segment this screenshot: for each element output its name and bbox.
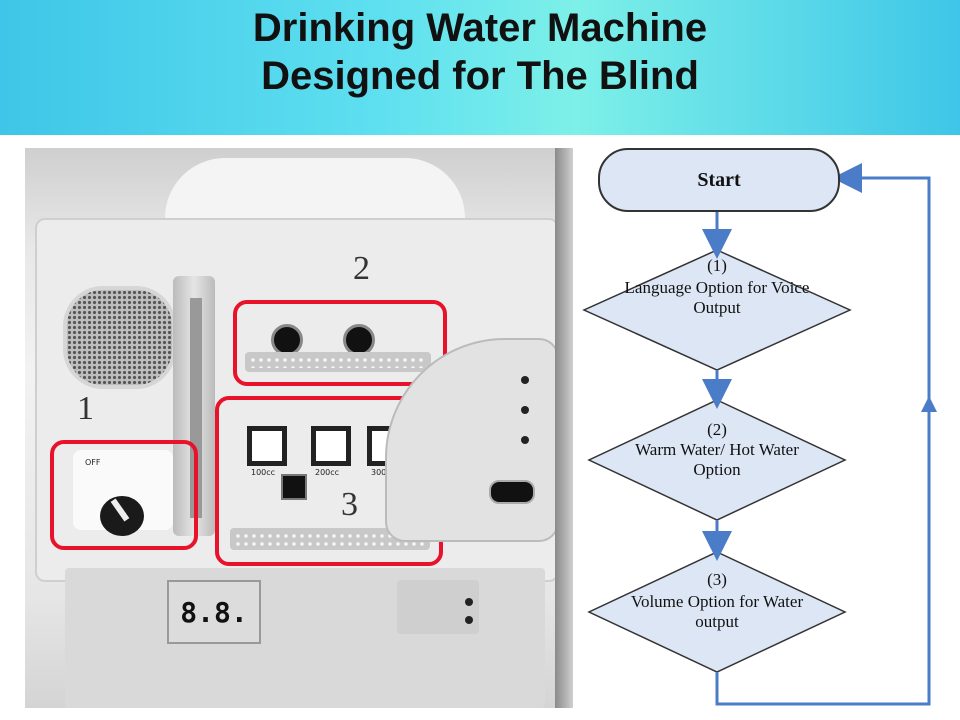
step-2-text: Warm Water/ Hot Water Option bbox=[635, 440, 799, 479]
loop-back-line bbox=[715, 163, 931, 706]
title-line-2: Designed for The Blind bbox=[261, 54, 699, 98]
step-3-text: Volume Option for Water output bbox=[630, 592, 804, 631]
volume-button-100cc[interactable] bbox=[247, 426, 287, 466]
braille-strip-2 bbox=[245, 352, 431, 372]
side-indicator-3 bbox=[521, 436, 529, 444]
title-banner bbox=[0, 0, 960, 135]
machine-photo: 1 OFF 2 3 100cc 200cc 300cc 8.8. bbox=[25, 148, 573, 708]
step-1-text: Language Option for Voice Output bbox=[624, 278, 810, 317]
title-line-1: Drinking Water Machine bbox=[252, 6, 708, 50]
flowchart: Start (1) Language Option for Voice Outp… bbox=[575, 138, 960, 720]
digital-display: 8.8. bbox=[167, 580, 261, 644]
dispense-button[interactable] bbox=[281, 474, 307, 500]
temperature-label-box bbox=[397, 580, 479, 634]
braille-strip-3 bbox=[230, 528, 430, 550]
temp-indicator-1 bbox=[465, 598, 473, 606]
water-level-strip bbox=[190, 298, 202, 518]
display-digits: 8.8. bbox=[180, 595, 248, 629]
label-one: 1 bbox=[77, 390, 94, 427]
highlight-box-2 bbox=[233, 300, 447, 386]
highlight-box-1 bbox=[50, 440, 198, 550]
step-1-number: (1) bbox=[707, 256, 727, 275]
slide-title: Drinking Water Machine Designed for The … bbox=[0, 4, 960, 100]
side-indicator-1 bbox=[521, 376, 529, 384]
temp-indicator-2 bbox=[465, 616, 473, 624]
step-3-number: (3) bbox=[707, 570, 727, 589]
label-three: 3 bbox=[341, 486, 358, 523]
knob-off-text: OFF bbox=[85, 458, 101, 467]
volume-label-100cc: 100cc bbox=[251, 468, 276, 477]
volume-label-300cc: 300cc bbox=[371, 468, 396, 477]
label-two: 2 bbox=[353, 250, 370, 287]
volume-button-200cc[interactable] bbox=[311, 426, 351, 466]
side-oval-button[interactable] bbox=[489, 480, 535, 504]
volume-label-200cc: 200cc bbox=[315, 468, 340, 477]
step-2-number: (2) bbox=[707, 420, 727, 439]
machine-dark-edge bbox=[555, 148, 573, 708]
speaker-grille bbox=[63, 286, 176, 389]
machine-top-dome bbox=[165, 158, 465, 218]
start-node: Start bbox=[598, 148, 840, 212]
flowchart-graphics bbox=[582, 163, 937, 706]
loop-up-arrowhead bbox=[921, 396, 937, 412]
side-indicator-2 bbox=[521, 406, 529, 414]
